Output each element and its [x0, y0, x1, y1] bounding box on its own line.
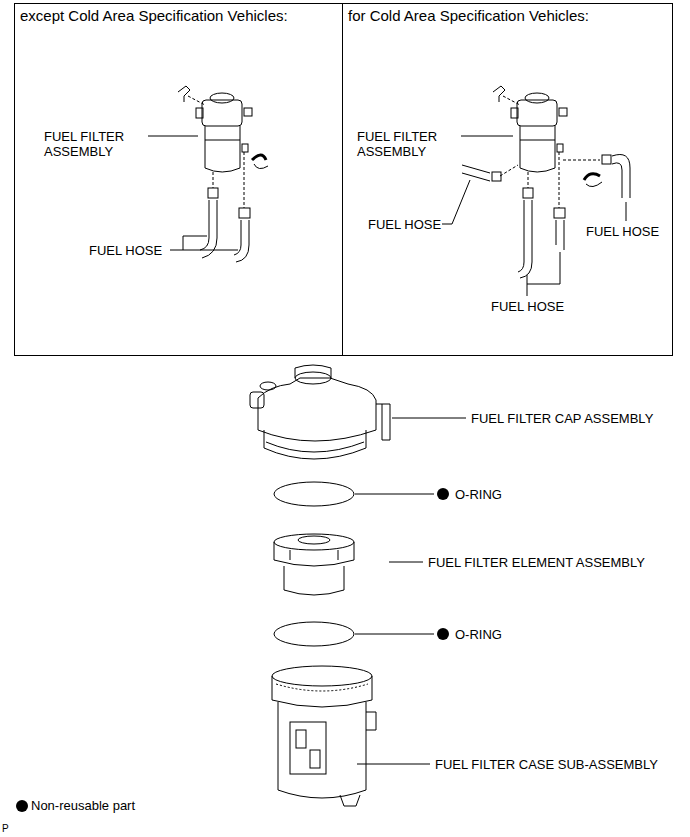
- part-label: FUEL HOSE: [491, 299, 564, 314]
- part-label: FUEL HOSE: [368, 217, 441, 232]
- part-label: FUEL FILTER CAP ASSEMBLY: [471, 411, 653, 426]
- panel-heading: except Cold Area Specification Vehicles:: [15, 4, 342, 24]
- part-label: P: [2, 823, 9, 835]
- filter-assembly-small-cold: [442, 86, 630, 296]
- variant-panel: except Cold Area Specification Vehicles:: [14, 3, 343, 356]
- filter-case: [272, 666, 430, 806]
- non-reusable-dot: [437, 488, 449, 500]
- part-label: FUEL HOSE: [89, 243, 162, 258]
- part-label: FUEL FILTER ELEMENT ASSEMBLY: [428, 555, 645, 570]
- panel-heading: for Cold Area Specification Vehicles:: [343, 4, 672, 24]
- o-ring: [274, 482, 354, 506]
- non-reusable-dot: [437, 628, 449, 640]
- legend-text: Non-reusable part: [31, 798, 135, 813]
- part-label: FUEL FILTER CASE SUB-ASSEMBLY: [435, 757, 658, 772]
- filter-element: [274, 534, 423, 595]
- filter-assembly-small: [148, 86, 268, 262]
- part-label: FUEL HOSE: [586, 224, 659, 239]
- o-ring: [274, 622, 354, 646]
- legend-dot: [16, 800, 28, 812]
- part-label: FUEL FILTER ASSEMBLY: [44, 129, 144, 159]
- part-label: O-RING: [455, 487, 502, 502]
- filter-cap: [250, 365, 466, 459]
- part-label: O-RING: [455, 627, 502, 642]
- part-label: FUEL FILTER ASSEMBLY: [357, 129, 457, 159]
